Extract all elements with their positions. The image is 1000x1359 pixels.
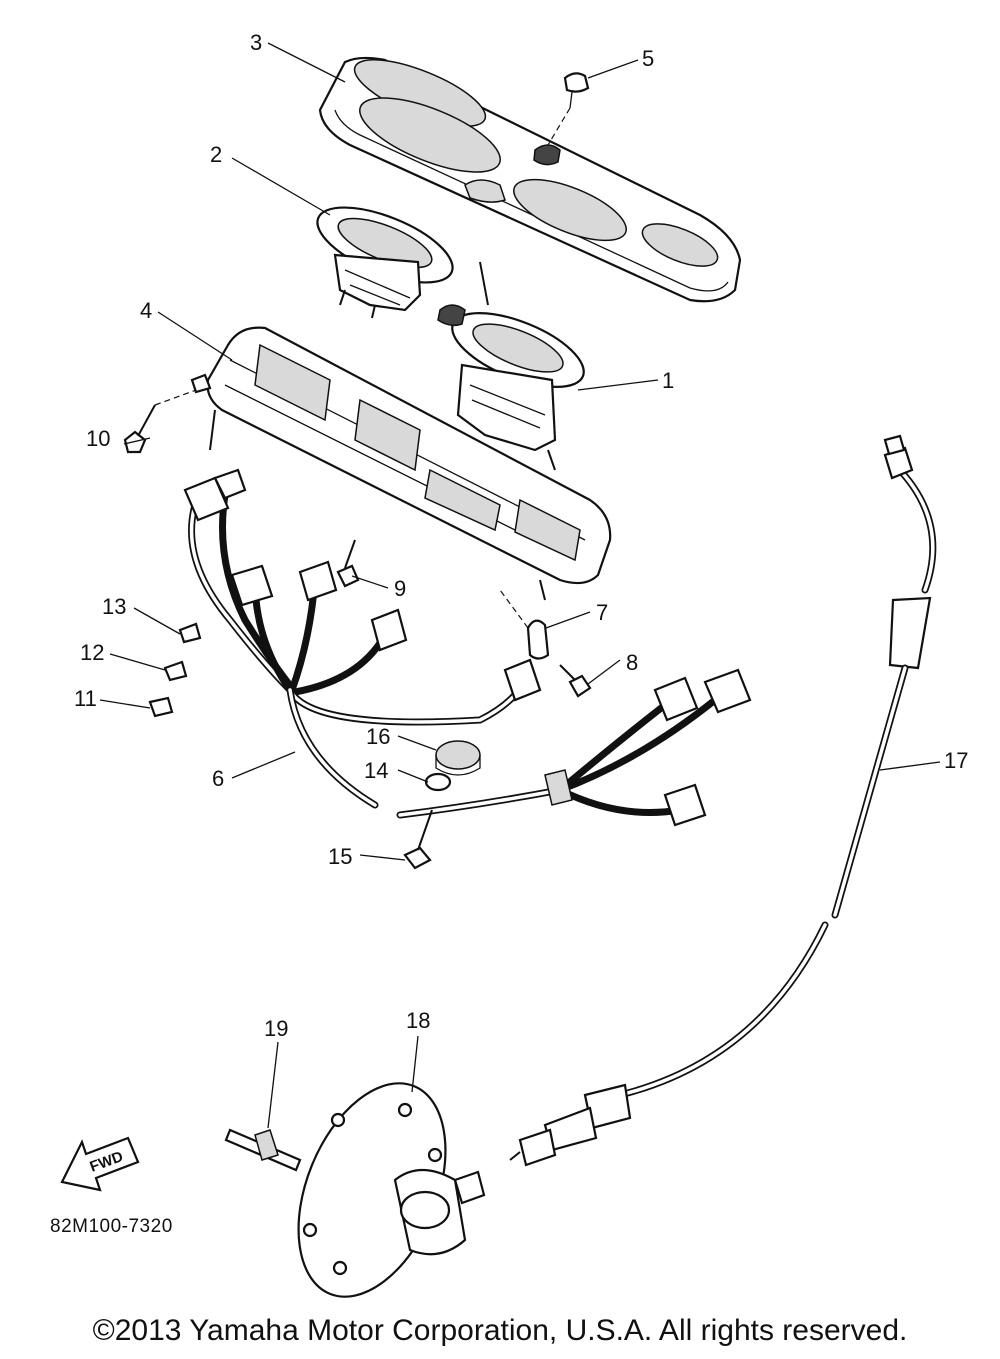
socket-part-13 bbox=[178, 622, 202, 644]
damper-part-16 bbox=[435, 740, 481, 776]
washer-part-9 bbox=[336, 539, 360, 588]
callout-4: 4 bbox=[140, 298, 152, 323]
meter-gear-unit-part bbox=[297, 1082, 486, 1298]
callout-12: 12 bbox=[80, 640, 104, 665]
copyright-notice: ©2013 Yamaha Motor Corporation, U.S.A. A… bbox=[92, 1314, 908, 1347]
socket-part-11 bbox=[148, 696, 174, 718]
gauge-right-part bbox=[437, 261, 585, 471]
callout-11: 11 bbox=[74, 686, 97, 711]
callout-14: 14 bbox=[364, 758, 388, 783]
callout-19: 19 bbox=[264, 1016, 288, 1041]
nut-part-15 bbox=[403, 809, 433, 870]
drawing-code: 82M100-7320 bbox=[50, 1216, 173, 1237]
callout-13: 13 bbox=[102, 594, 126, 619]
wire-harness-part bbox=[183, 468, 752, 827]
screw-part-10 bbox=[123, 373, 212, 454]
callout-16: 16 bbox=[366, 724, 390, 749]
callout-1: 1 bbox=[662, 368, 674, 393]
callout-9: 9 bbox=[394, 576, 406, 601]
meter-case-part bbox=[206, 326, 612, 601]
fwd-arrow-icon: FWD bbox=[60, 1136, 140, 1192]
screw-part-8 bbox=[559, 664, 592, 698]
speedometer-cable-part bbox=[509, 434, 937, 1167]
callout-6: 6 bbox=[212, 766, 224, 791]
callout-18: 18 bbox=[406, 1008, 430, 1033]
callout-10: 10 bbox=[86, 426, 110, 451]
callout-7: 7 bbox=[596, 600, 608, 625]
socket-part-12 bbox=[163, 660, 188, 682]
callout-8: 8 bbox=[626, 650, 638, 675]
leader-lines bbox=[99, 42, 941, 1129]
callout-5: 5 bbox=[642, 46, 654, 71]
pin-part bbox=[224, 1128, 302, 1172]
collar-part-14 bbox=[424, 772, 452, 792]
callout-2: 2 bbox=[210, 142, 222, 167]
callout-3: 3 bbox=[250, 30, 262, 55]
gauge-left-part bbox=[316, 206, 454, 319]
meter-cover-part bbox=[318, 56, 742, 303]
callout-17: 17 bbox=[944, 748, 968, 773]
callout-15: 15 bbox=[328, 844, 352, 869]
bulb-part bbox=[499, 589, 550, 660]
grommet-part bbox=[533, 72, 590, 166]
callout-numbers: 3 5 2 4 1 10 9 7 8 13 12 11 16 14 6 15 1… bbox=[74, 30, 968, 1041]
exploded-parts-diagram: FWD 3 5 2 4 1 10 9 7 8 13 12 11 1 bbox=[50, 30, 968, 1298]
